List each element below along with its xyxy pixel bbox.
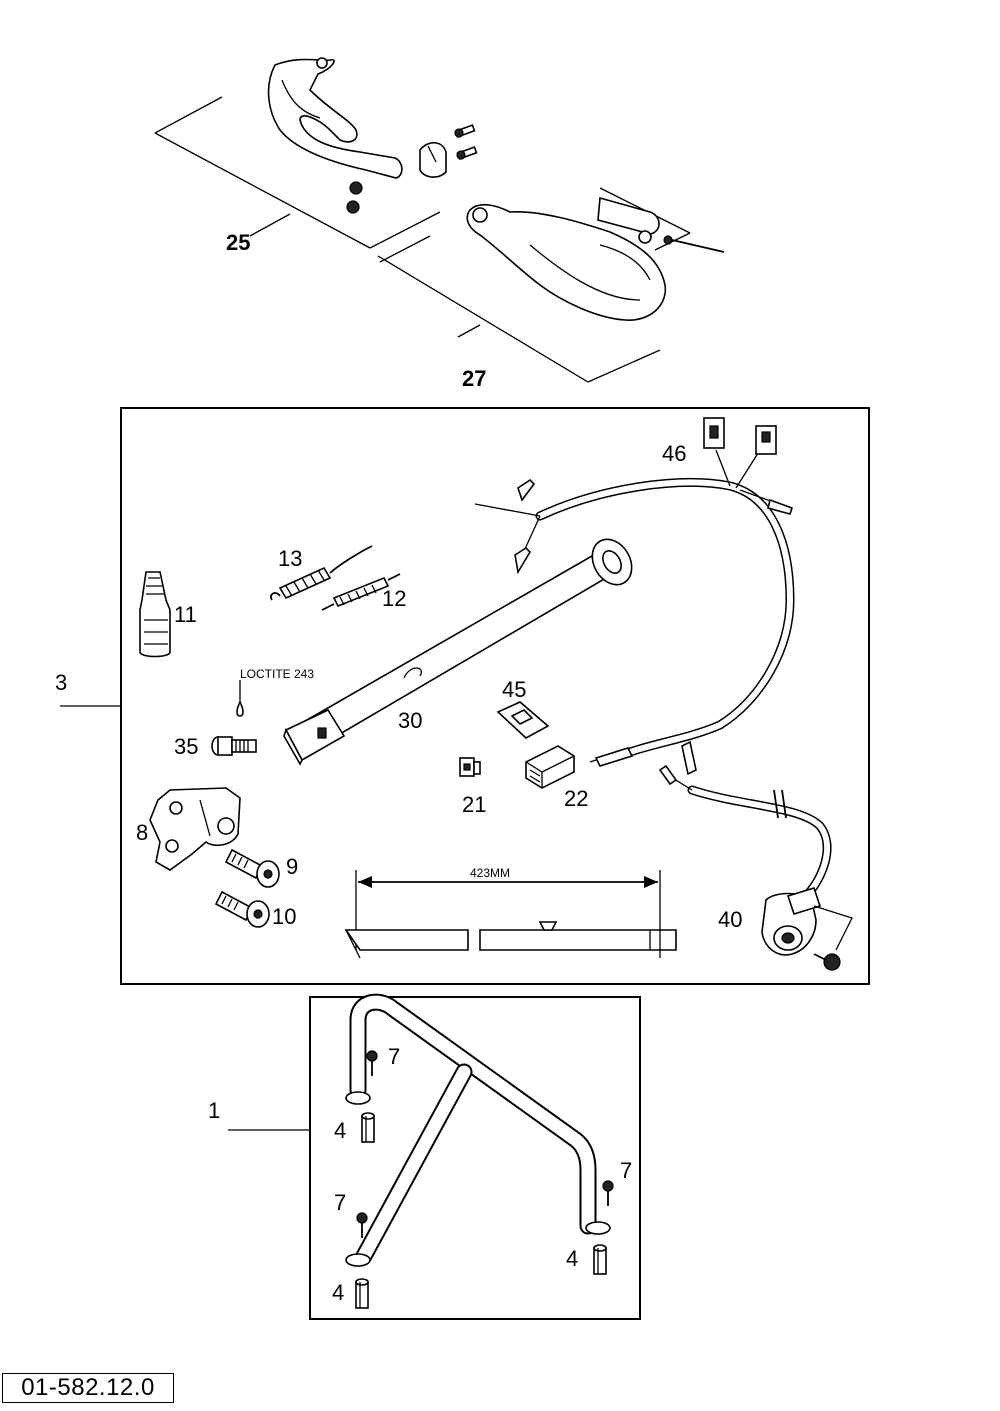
part-label-35: 35	[174, 734, 198, 759]
part-label-7: 7	[334, 1190, 346, 1215]
part-label-3: 3	[55, 670, 67, 695]
bracket-8	[149, 787, 241, 871]
dimension-line	[344, 870, 677, 959]
screw-7	[356, 1212, 368, 1238]
part-label-10: 10	[272, 904, 296, 929]
part-label-22: 22	[564, 786, 588, 811]
part-label-21: 21	[462, 792, 486, 817]
plate-45	[496, 701, 550, 739]
spacer-4	[361, 1112, 375, 1143]
bolt-icon	[456, 146, 478, 160]
handguard-left-group	[154, 57, 478, 263]
part-label-9: 9	[286, 854, 298, 879]
rear-rack-frame	[345, 993, 611, 1267]
clamp-half	[419, 141, 447, 178]
handguard-right	[466, 203, 667, 321]
switch-21	[459, 757, 481, 777]
part-label-13: 13	[278, 546, 302, 571]
part-label-27: 27	[462, 366, 486, 391]
wiring-harness	[474, 417, 795, 767]
sensor-40	[658, 740, 853, 971]
part-label-4: 4	[334, 1118, 346, 1143]
dimension-label: 423MM	[470, 866, 510, 880]
handguard-left	[267, 58, 403, 179]
spring-12	[321, 573, 401, 611]
part-label-12: 12	[382, 586, 406, 611]
part-label-11: 11	[174, 602, 197, 627]
screw-7	[366, 1050, 378, 1076]
screw-7	[602, 1180, 614, 1206]
kit-box-1	[309, 996, 641, 1320]
part-label-7: 7	[388, 1044, 400, 1069]
side-stand-30	[283, 538, 633, 766]
part-label-25: 25	[226, 230, 250, 255]
handlebar-grip	[597, 196, 660, 235]
part-label-40: 40	[718, 907, 742, 932]
part-label-30: 30	[398, 708, 422, 733]
loctite-note: LOCTITE 243	[240, 667, 314, 681]
kit-box-3	[120, 407, 870, 985]
spacer-4	[593, 1244, 607, 1275]
handguard-right-group	[377, 187, 725, 383]
document-code: 01-582.12.0	[2, 1373, 174, 1403]
bolt-9	[224, 848, 280, 888]
stud-35	[211, 736, 257, 756]
spacer-4	[355, 1278, 369, 1309]
spring-13	[270, 545, 373, 601]
nut-icon	[346, 200, 360, 214]
loctite-bottle	[139, 571, 171, 658]
bolt-10	[214, 890, 270, 928]
part-label-4: 4	[332, 1280, 344, 1305]
part-label-45: 45	[502, 677, 526, 702]
part-label-1: 1	[208, 1098, 220, 1123]
part-label-4: 4	[566, 1246, 578, 1271]
part-label-8: 8	[136, 820, 148, 845]
bolt-icon	[454, 124, 476, 138]
part-label-7: 7	[620, 1158, 632, 1183]
nut-icon	[349, 181, 363, 195]
relay-22	[525, 745, 575, 789]
part-label-46: 46	[662, 441, 686, 466]
